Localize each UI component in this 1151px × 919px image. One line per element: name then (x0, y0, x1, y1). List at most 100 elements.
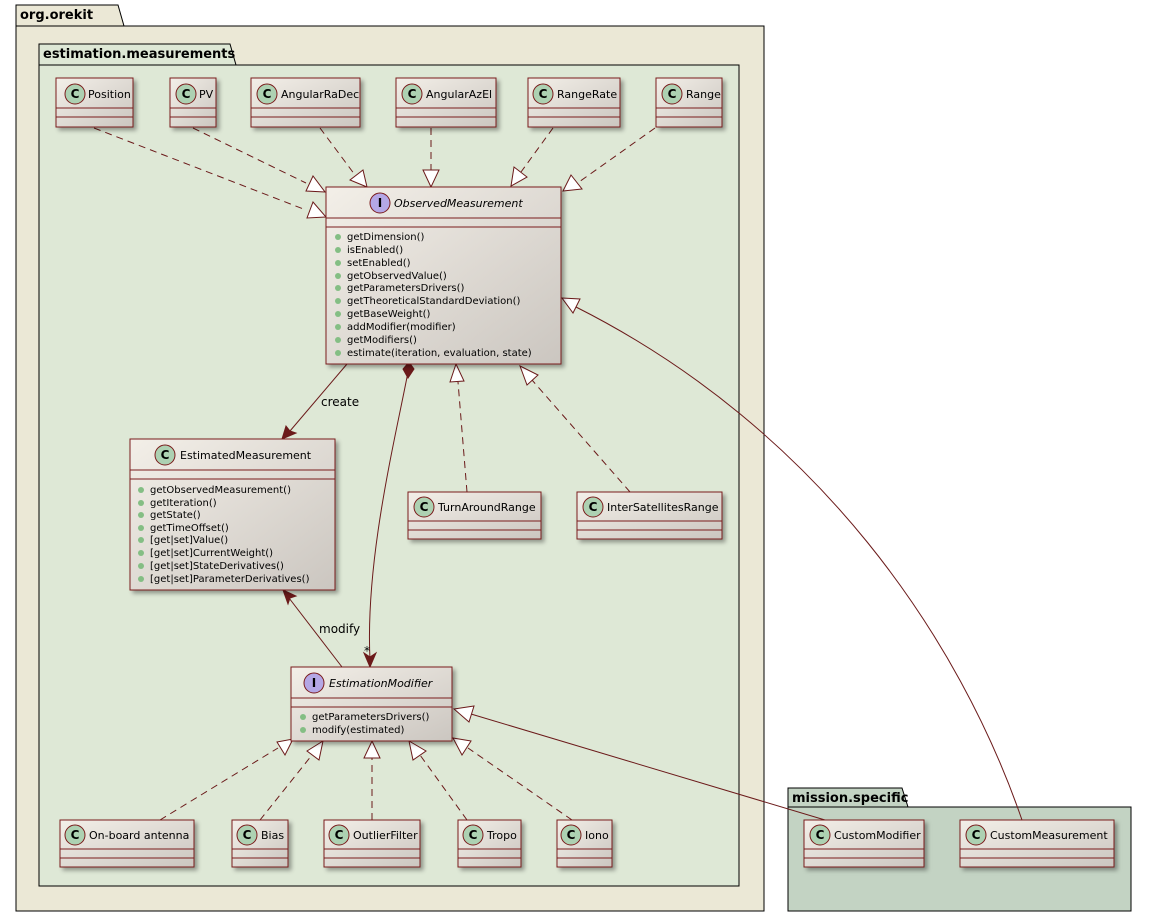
realization-range (578, 127, 656, 183)
public-method-icon (138, 563, 144, 569)
modify-label: modify (319, 622, 360, 636)
arrowhead-angularazel (422, 169, 440, 189)
class-glyph-letter: C (469, 828, 478, 842)
class-outlierfilter[interactable]: C OutlierFilter (323, 819, 421, 868)
class-name-iono: Iono (585, 829, 609, 842)
method-item: getBaseWeight() (347, 309, 431, 320)
class-name-custommeasurement: CustomMeasurement (990, 829, 1108, 842)
class-name-onboard-antenna: On-board antenna (89, 829, 189, 842)
public-method-icon (335, 285, 341, 291)
realization-tropo (419, 754, 468, 821)
class-glyph-icon (328, 824, 350, 846)
public-method-icon (335, 324, 341, 330)
class-angularazel[interactable]: C AngularAzEl (395, 77, 497, 128)
method-item: modify(estimated) (312, 725, 405, 736)
modify-arrowhead (282, 589, 298, 606)
interface-name-estimationmodifier: EstimationModifier (329, 677, 434, 690)
method-list: getParametersDrivers() modify(estimated) (300, 712, 430, 736)
method-item: estimate(iteration, evaluation, state) (347, 348, 532, 359)
realization-turnaroundrange (457, 381, 468, 493)
class-glyph-letter: C (589, 500, 598, 514)
public-method-icon (335, 337, 341, 343)
class-range[interactable]: C Range (655, 77, 723, 128)
class-estimatedmeasurement[interactable]: C EstimatedMeasurement getObservedMeasur… (129, 438, 336, 591)
class-glyph-icon (661, 83, 683, 105)
class-bias[interactable]: C Bias (231, 819, 289, 868)
public-method-icon (335, 273, 341, 279)
class-glyph-letter: C (972, 828, 981, 842)
public-method-icon (138, 525, 144, 531)
class-pv[interactable]: C PV (169, 77, 217, 128)
arrowhead-position (306, 201, 328, 219)
public-method-icon (138, 500, 144, 506)
method-list: getObservedMeasurement() getIteration() … (138, 485, 310, 585)
interface-observedmeasurement[interactable]: I ObservedMeasurement getDimension() isE… (325, 186, 562, 365)
modify-association (288, 597, 343, 668)
composition-arrowhead (362, 651, 378, 669)
multiplicity-label: * (364, 644, 370, 658)
interface-glyph-letter: I (378, 196, 382, 210)
realization-angularradec (319, 127, 356, 176)
public-method-icon (335, 298, 341, 304)
public-method-icon (138, 576, 144, 582)
generalization-custommodifier (470, 713, 826, 821)
public-method-icon (335, 350, 341, 356)
method-item: [get|set]ParameterDerivatives() (150, 574, 310, 585)
method-item: getTheoreticalStandardDeviation() (347, 296, 521, 307)
class-rangerate[interactable]: C RangeRate (527, 77, 621, 128)
arrowhead-angularradec (349, 169, 368, 188)
class-name-turnaroundrange: TurnAroundRange (437, 501, 536, 514)
class-glyph-letter: C (71, 828, 80, 842)
interface-name-observedmeasurement: ObservedMeasurement (394, 197, 523, 210)
class-custommeasurement[interactable]: C CustomMeasurement (959, 819, 1115, 868)
public-method-icon (138, 512, 144, 518)
realization-iono (467, 747, 573, 821)
class-name-angularazel: AngularAzEl (426, 88, 492, 101)
composition-diamond (402, 361, 415, 379)
class-intersatellitesrange[interactable]: C InterSatellitesRange (576, 491, 723, 540)
interface-glyph-letter: I (312, 676, 316, 690)
class-onboard-antenna[interactable]: C On-board antenna (59, 819, 195, 868)
class-name-range: Range (686, 88, 721, 101)
method-item: setEnabled() (347, 258, 411, 269)
public-method-icon (300, 714, 306, 720)
method-item: isEnabled() (347, 245, 403, 256)
edges (93, 127, 1023, 821)
class-glyph-letter: C (420, 500, 429, 514)
realization-rangerate (520, 127, 554, 173)
class-glyph-icon (175, 83, 197, 105)
public-method-icon (335, 234, 341, 240)
public-method-icon (335, 247, 341, 253)
class-position[interactable]: C Position (55, 77, 134, 128)
interface-estimationmodifier[interactable]: I EstimationModifier getParametersDriver… (290, 666, 453, 742)
public-method-icon (335, 260, 341, 266)
arrowhead-custommodifier (452, 705, 475, 723)
class-iono[interactable]: C Iono (556, 819, 613, 868)
class-glyph-icon (64, 824, 86, 846)
class-glyph-letter: C (161, 448, 170, 462)
public-method-icon (138, 537, 144, 543)
public-method-icon (138, 487, 144, 493)
class-angularradec[interactable]: C AngularRaDec (250, 77, 361, 128)
class-tropo[interactable]: C Tropo (457, 819, 522, 868)
class-custommodifier[interactable]: C CustomModifier (803, 819, 925, 868)
method-item: getObservedValue() (347, 271, 447, 282)
public-method-icon (335, 311, 341, 317)
method-item: [get|set]StateDerivatives() (150, 561, 284, 572)
arrowhead-outlierfilter (363, 739, 381, 759)
method-item: [get|set]CurrentWeight() (150, 548, 273, 559)
arrowhead-rangerate (510, 166, 528, 187)
create-label: create (321, 395, 359, 409)
class-glyph-letter: C (243, 828, 252, 842)
realization-pv (192, 127, 307, 184)
method-item: getDimension() (347, 232, 424, 243)
package-title-org-orekit: org.orekit (20, 8, 93, 23)
method-item: getState() (150, 510, 201, 521)
class-turnaroundrange[interactable]: C TurnAroundRange (407, 491, 542, 540)
interface-glyph-icon (303, 672, 325, 694)
class-name-bias: Bias (261, 829, 284, 842)
class-glyph-icon (64, 83, 86, 105)
class-glyph-letter: C (567, 828, 576, 842)
arrowhead-onboard-antenna (276, 738, 294, 757)
arrowhead-custommeasurement (560, 297, 581, 314)
